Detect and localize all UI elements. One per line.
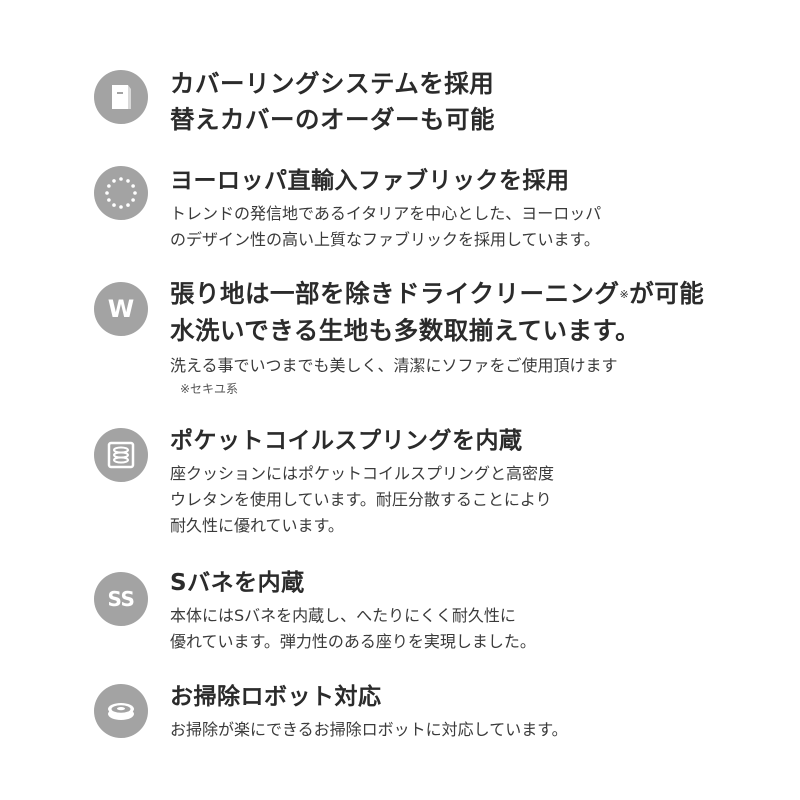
w-letter-icon: W	[94, 282, 148, 336]
feature-title: 張り地は一部を除きドライクリーニング※が可能	[170, 279, 705, 308]
feature-title: Sバネを内蔵	[170, 570, 305, 596]
feature-text: 張り地は一部を除きドライクリーニング※が可能 水洗いできる生地も多数取揃えていま…	[170, 276, 760, 399]
feature-text: ヨーロッパ直輸入ファブリックを採用 トレンドの発信地であるイタリアを中心とした、…	[170, 164, 760, 253]
feature-desc: 洗える事でいつまでも美しく、清潔にソファをご使用頂けます	[170, 356, 618, 375]
feature-title: ポケットコイルスプリングを内蔵	[170, 428, 523, 454]
feature-desc: 耐久性に優れています。	[170, 516, 344, 535]
feature-desc: 座クッションにはポケットコイルスプリングと高密度	[170, 464, 555, 483]
pocket-coil-icon	[94, 428, 148, 482]
feature-desc: トレンドの発信地であるイタリアを中心とした、ヨーロッパ	[170, 204, 602, 223]
feature-title: 水洗いできる生地も多数取揃えています。	[170, 316, 641, 345]
feature-title: ヨーロッパ直輸入ファブリックを採用	[170, 168, 570, 194]
fabric-cover-icon	[94, 70, 148, 124]
feature-desc: ウレタンを使用しています。耐圧分散することにより	[170, 490, 552, 509]
robot-vacuum-icon	[94, 684, 148, 738]
feature-text: ポケットコイルスプリングを内蔵 座クッションにはポケットコイルスプリングと高密度…	[170, 424, 760, 539]
feature-text: Sバネを内蔵 本体にはSバネを内蔵し、へたりにくく耐久性に 優れています。弾力性…	[170, 566, 760, 655]
eu-stars-icon	[94, 166, 148, 220]
footnote-mark: ※	[619, 288, 630, 301]
ss-letters-icon: SS	[94, 572, 148, 626]
feature-text: お掃除ロボット対応 お掃除が楽にできるお掃除ロボットに対応しています。	[170, 680, 760, 743]
feature-desc: のデザイン性の高い上質なファブリックを採用しています。	[170, 230, 600, 249]
feature-desc: 本体にはSバネを内蔵し、へたりにくく耐久性に	[170, 606, 516, 625]
feature-title: お掃除ロボット対応	[170, 684, 382, 710]
feature-text: カバーリングシステムを採用 替えカバーのオーダーも可能	[170, 66, 760, 138]
feature-title: 替えカバーのオーダーも可能	[170, 105, 495, 134]
feature-title: カバーリングシステムを採用	[170, 69, 495, 98]
feature-desc: 優れています。弾力性のある座りを実現しました。	[170, 632, 536, 651]
feature-desc: お掃除が楽にできるお掃除ロボットに対応しています。	[170, 720, 568, 739]
footnote: ※セキユ系	[180, 382, 239, 396]
